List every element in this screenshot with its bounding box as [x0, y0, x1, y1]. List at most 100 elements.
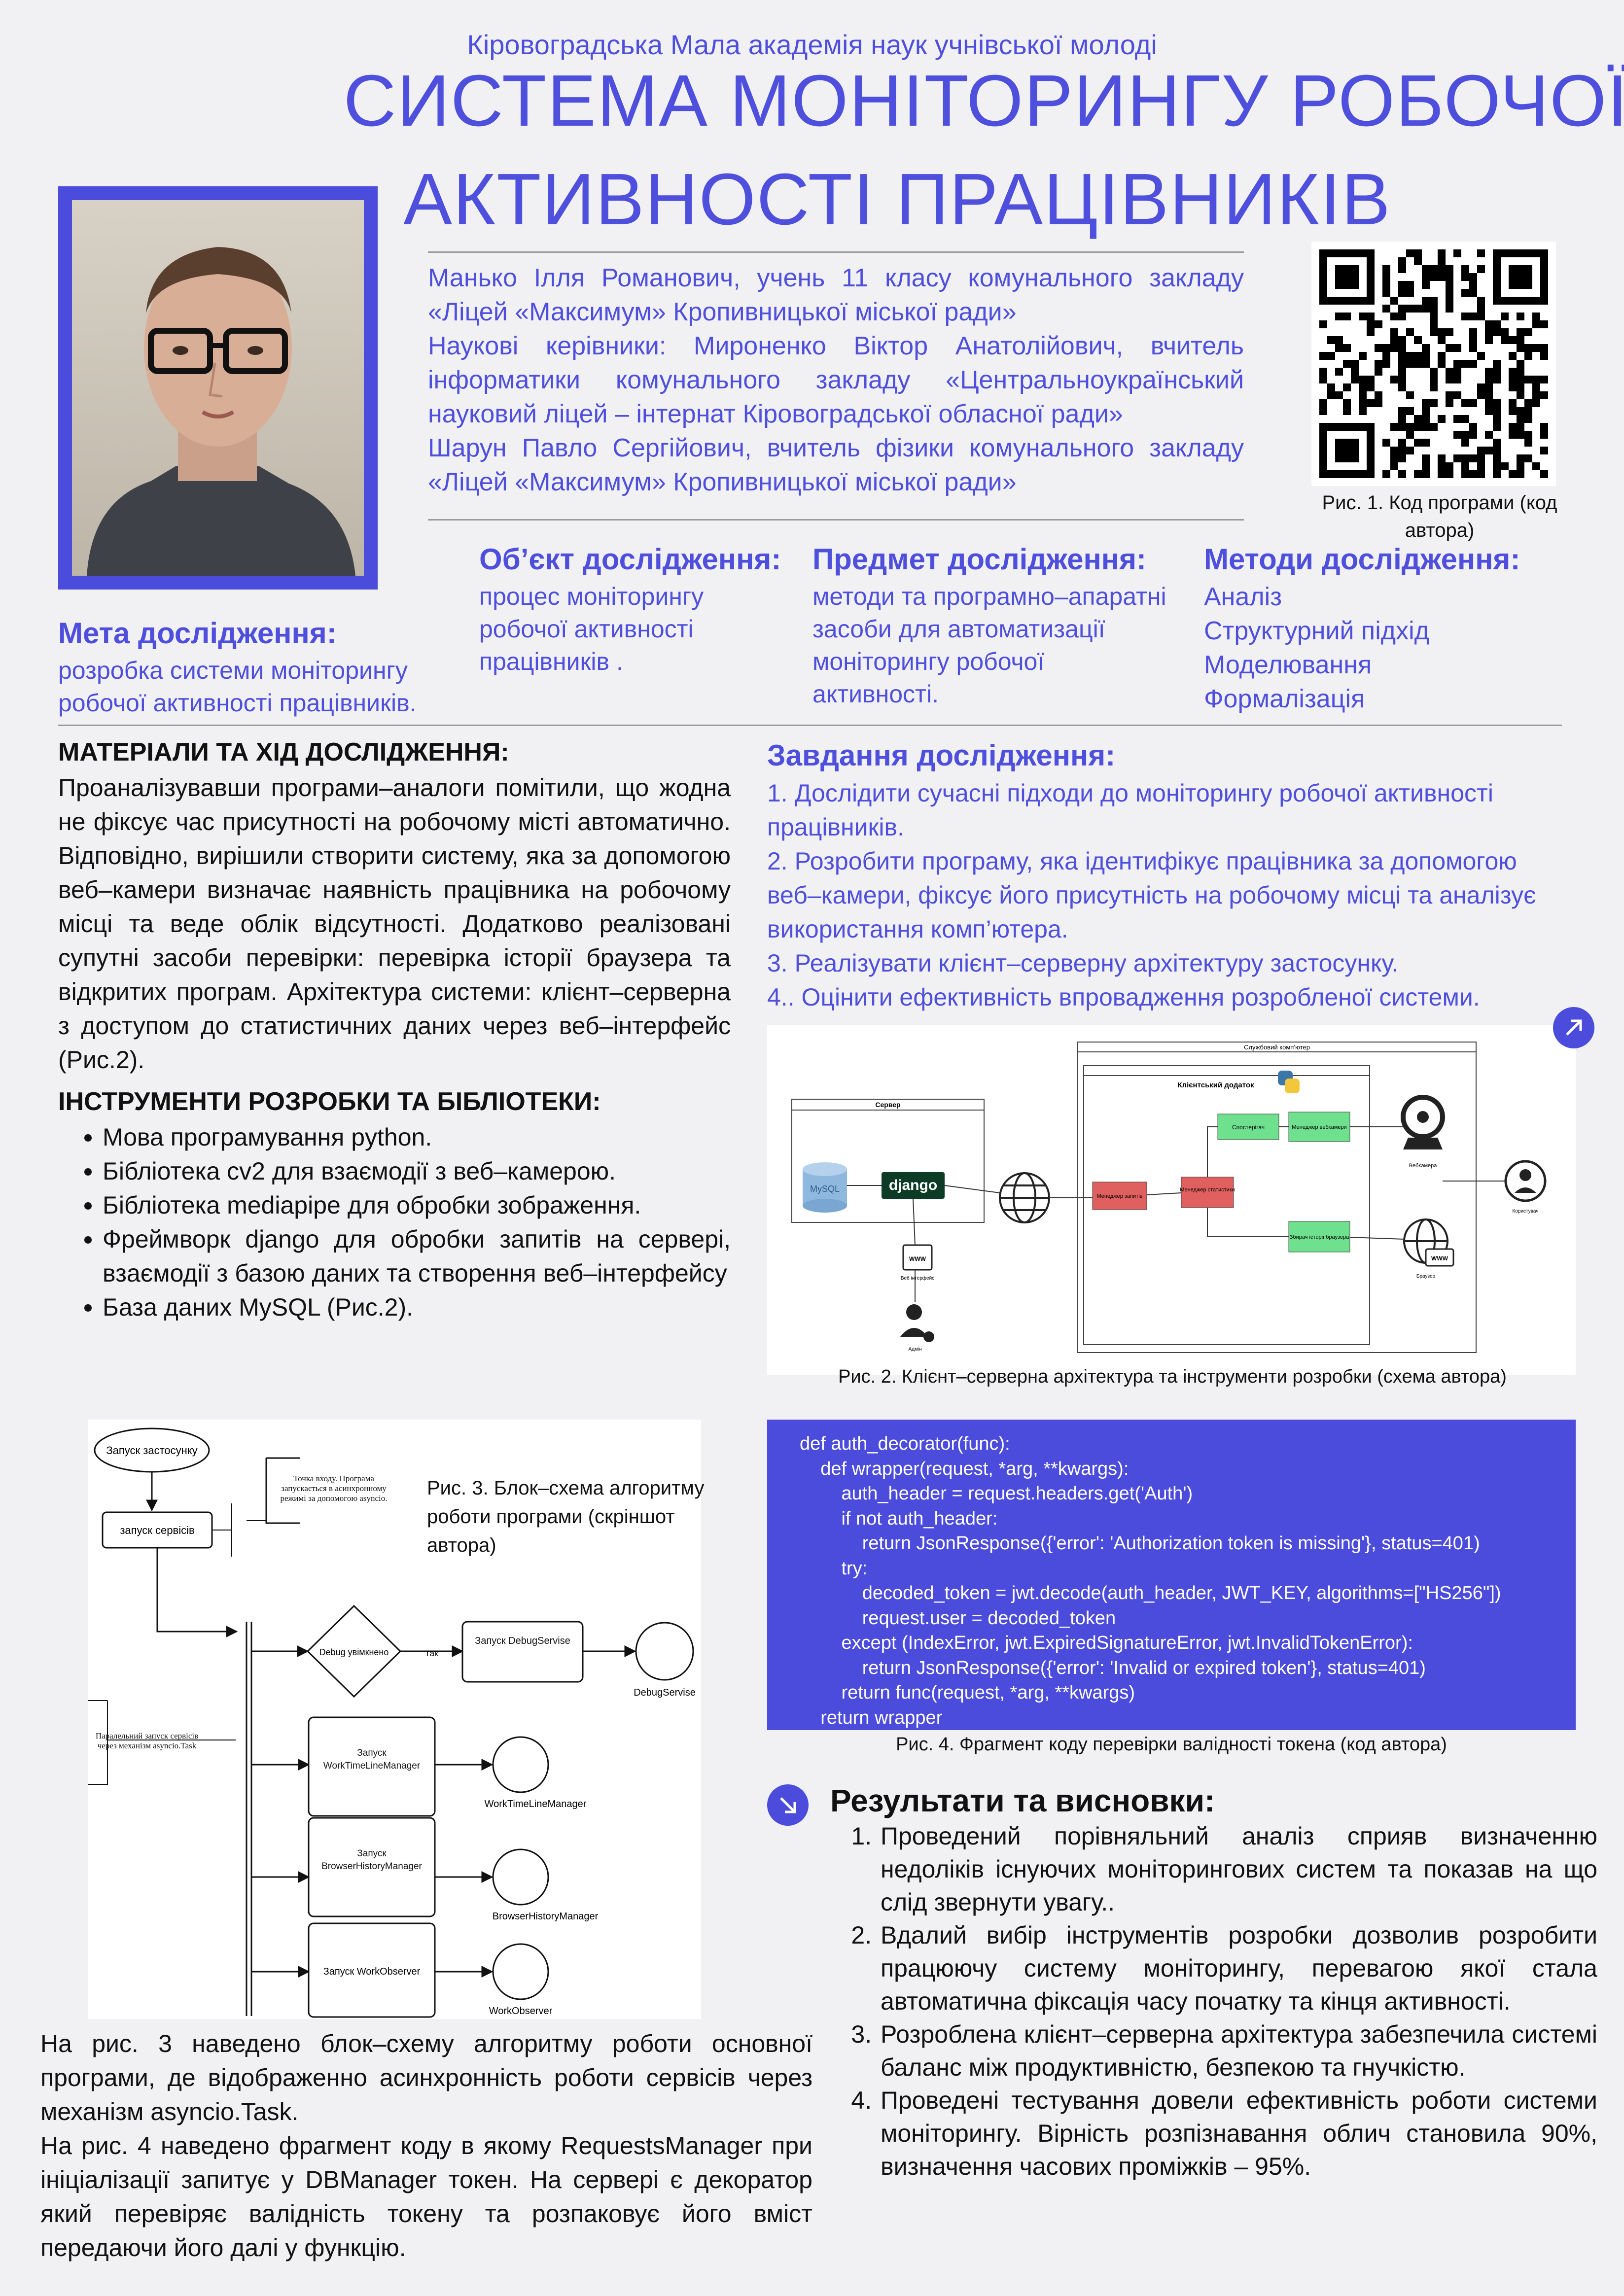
tool-item: Бібліотека mediapipe для обробки зображе…: [103, 1188, 731, 1222]
task-item: 2. Розробити програму, яка ідентифікує п…: [767, 847, 1536, 943]
web-interface-icon: [902, 1244, 933, 1271]
flow-start-bhm: [308, 1817, 436, 1917]
flow-start-wtlm: [308, 1716, 436, 1817]
arrow-up-right-icon: [1566, 1019, 1582, 1036]
tool-item: Фреймворк django для обробки запитів на …: [103, 1222, 731, 1290]
task-item: 3. Реалізувати клієнт–серверну архітекту…: [767, 949, 1399, 977]
subject-section: Предмет дослідження: методи та програмно…: [812, 542, 1167, 710]
authors-block: Манько Ілля Романович, учень 11 класу ко…: [428, 261, 1244, 499]
python-logo-icon: [1278, 1071, 1300, 1093]
flow-wo-end: [492, 1943, 549, 2000]
divider-authors-bottom: [428, 519, 1244, 521]
browser-label: Браузер: [1416, 1274, 1436, 1279]
results-arrow-button[interactable]: [767, 1784, 809, 1826]
tools-list: Мова програмування python. Бібліотека cv…: [58, 1120, 731, 1324]
architecture-caption: Рис. 2. Клієнт–серверна архітектура та і…: [838, 1366, 1507, 1387]
observer-box: [1217, 1113, 1279, 1140]
methods-list: Аналіз Структурний підхід Моделювання Фо…: [1204, 580, 1589, 716]
flow-start-wo: [308, 1922, 436, 2018]
flow-debug-decision: [306, 1604, 402, 1698]
server-label: Сервер: [875, 1101, 900, 1109]
user-icon: [1504, 1160, 1547, 1202]
arrow-down-right-icon: [780, 1797, 796, 1813]
service-pc-label: Службовий комп’ютер: [1244, 1044, 1310, 1051]
author-supervisor-2: Шарун Павло Сергійович, вчитель фізики к…: [428, 434, 1244, 496]
tools-heading: ІНСТРУМЕНТИ РОЗРОБКИ ТА БІБЛІОТЕКИ:: [58, 1087, 601, 1116]
object-text: процес моніторингу робочої активності пр…: [479, 583, 704, 675]
tasks-list: 1. Дослідити сучасні підходи до монітори…: [767, 776, 1556, 1014]
svg-text:DebugServise: DebugServise: [634, 1687, 696, 1698]
author-photo: [72, 200, 364, 576]
task-item: 4.. Оцінити ефективність впровадження ро…: [767, 983, 1480, 1011]
web-interface-label: Веб інтерфейс: [901, 1275, 934, 1281]
admin-user-icon: [900, 1304, 934, 1342]
admin-label: Адмін: [908, 1347, 921, 1352]
flowchart-caption: Рис. 3. Блок–схема алгоритму роботи прог…: [427, 1477, 705, 1556]
svg-text:Спостерігач: Спостерігач: [1232, 1124, 1265, 1131]
results-heading: Результати та висновки:: [830, 1783, 1215, 1818]
page-title-line2: АКТИВНОСТІ ПРАЦІВНИКІВ: [403, 159, 1391, 240]
svg-text:WorkObserver: WorkObserver: [489, 2006, 553, 2017]
svg-text:Збирач історії браузера: Збирач історії браузера: [1290, 1234, 1350, 1240]
subject-text: методи та програмно–апаратні засоби для …: [812, 583, 1166, 708]
code-caption: Рис. 4. Фрагмент коду перевірки валіднос…: [896, 1734, 1447, 1755]
tool-item: Мова програмування python.: [103, 1120, 731, 1154]
flow-bhm-end: [492, 1848, 549, 1906]
client-app-label: Клієнтський додаток: [1177, 1081, 1254, 1089]
webcam-icon: [1401, 1095, 1445, 1149]
method-item: Структурний підхід: [1204, 617, 1429, 645]
svg-text:WorkTimeLineManager: WorkTimeLineManager: [485, 1799, 587, 1809]
explanation-fig4: На рис. 4 наведено фрагмент коду в якому…: [40, 2132, 812, 2261]
methods-section: Методи дослідження: Аналіз Структурний п…: [1204, 542, 1589, 716]
requests-manager-box: [1092, 1182, 1147, 1210]
results-section: Проведений порівняльний аналіз сприяв ви…: [838, 1820, 1597, 2183]
svg-text:MySQL: MySQL: [810, 1184, 840, 1194]
qr-code[interactable]: [1311, 242, 1556, 486]
code-snippet: def auth_decorator(func): def wrapper(re…: [767, 1420, 1576, 1730]
methods-heading: Методи дослідження:: [1204, 543, 1520, 576]
divider-top: [428, 251, 1244, 253]
goal-section: Мета дослідження: розробка системи моніт…: [58, 616, 462, 719]
architecture-diagram: Службовий комп’ютер Клієнтський додаток …: [767, 1025, 1576, 1375]
object-heading: Об’єкт дослідження:: [479, 543, 781, 576]
goal-text: розробка системи моніторингу робочої акт…: [58, 657, 417, 717]
flow-parallel-note: Паралельний запуск сервісів через механі…: [95, 1731, 199, 1750]
author-supervisor-1: Наукові керівники: Мироненко Віктор Анат…: [428, 332, 1244, 428]
method-item: Аналіз: [1204, 583, 1282, 611]
svg-text:Так: Так: [425, 1649, 438, 1658]
code-block: def auth_decorator(func): def wrapper(re…: [800, 1433, 1501, 1728]
method-item: Формалізація: [1204, 685, 1365, 713]
task-item: 1. Дослідити сучасні підходи до монітори…: [767, 779, 1493, 841]
subject-heading: Предмет дослідження:: [812, 543, 1147, 576]
institution-name: Кіровоградська Мала академія наук учнівс…: [467, 29, 1157, 60]
materials-text: Проаналізувавши програми–аналоги помітил…: [58, 774, 731, 1074]
divider-middle: [58, 725, 1562, 726]
results-list: Проведений порівняльний аналіз сприяв ви…: [838, 1820, 1597, 2183]
result-item: Проведені тестування довели ефективність…: [879, 2084, 1597, 2183]
svg-text:BrowserHistoryManager: BrowserHistoryManager: [493, 1911, 599, 1922]
tool-item: База даних MySQL (Рис.2).: [103, 1290, 731, 1324]
svg-text:Запуск WorkObserver: Запуск WorkObserver: [323, 1966, 421, 1977]
goal-heading: Мета дослідження:: [58, 617, 337, 650]
mysql-database-icon: MySQL: [803, 1162, 847, 1213]
user-label: Користувач: [1513, 1209, 1539, 1214]
flow-entry-note: Точка входу. Програма запускається в аси…: [280, 1474, 388, 1503]
webcam-label: Вебкамера: [1409, 1163, 1438, 1169]
svg-text:Менеджер вебкамери: Менеджер вебкамери: [1292, 1124, 1347, 1130]
author-student: Манько Ілля Романович, учень 11 класу ко…: [428, 264, 1244, 326]
svg-text:Менеджер запитів: Менеджер запитів: [1096, 1193, 1142, 1199]
tasks-section: Завдання дослідження: 1. Дослідити сучас…: [767, 738, 1556, 1014]
method-item: Моделювання: [1204, 651, 1372, 679]
history-collector-box: [1288, 1221, 1350, 1252]
svg-text:WWW: WWW: [1431, 1255, 1448, 1262]
svg-text:django: django: [889, 1177, 937, 1193]
django-logo: [882, 1172, 945, 1199]
tasks-heading: Завдання дослідження:: [767, 739, 1116, 772]
result-item: Проведений порівняльний аналіз сприяв ви…: [879, 1820, 1597, 1919]
expand-diagram-button[interactable]: [1553, 1007, 1594, 1048]
qr-caption: Рис. 1. Код програми (код автора): [1322, 492, 1557, 541]
materials-section: МАТЕРІАЛИ ТА ХІД ДОСЛІДЖЕННЯ: Проаналізу…: [58, 737, 731, 1324]
result-item: Вдалий вибір інструментів розробки дозво…: [879, 1919, 1597, 2018]
flow-wtlm-end: [492, 1736, 549, 1793]
svg-text:Запуск застосунку: Запуск застосунку: [106, 1444, 197, 1457]
